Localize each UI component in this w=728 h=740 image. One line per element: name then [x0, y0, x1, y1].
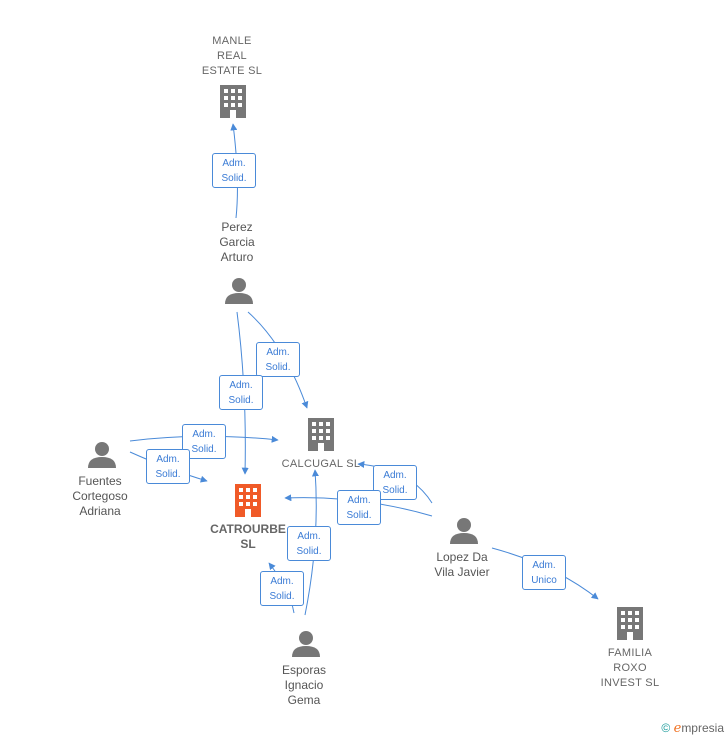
- relation-label-esporas-catrourbe[interactable]: Adm. Solid.: [260, 571, 304, 606]
- node-label-esporas[interactable]: Esporas Ignacio Gema: [281, 663, 327, 707]
- person-icon[interactable]: [88, 442, 116, 468]
- node-label-manle[interactable]: MANLE REAL ESTATE SL: [201, 35, 263, 77]
- node-label-catrourbe[interactable]: CATROURBE SL: [210, 522, 286, 551]
- building-icon[interactable]: [308, 418, 334, 451]
- person-icon[interactable]: [225, 278, 253, 304]
- relation-label-lopez-calcugal[interactable]: Adm. Solid.: [373, 465, 417, 500]
- brand-name: mpresia: [681, 721, 724, 735]
- node-label-lopez[interactable]: Lopez Da Vila Javier: [434, 550, 490, 579]
- person-icon[interactable]: [292, 631, 320, 657]
- node-label-calcugal[interactable]: CALCUGAL SL: [281, 458, 361, 470]
- relation-label-perez-manle[interactable]: Adm. Solid.: [212, 153, 256, 188]
- building-icon[interactable]: [617, 607, 643, 640]
- building-icon[interactable]: [235, 484, 261, 517]
- relation-label-perez-catrourbe[interactable]: Adm. Solid.: [219, 375, 263, 410]
- relation-label-perez-calcugal[interactable]: Adm. Solid.: [256, 342, 300, 377]
- brand-initial: e: [673, 721, 682, 736]
- relation-label-esporas-calcugal[interactable]: Adm. Solid.: [287, 526, 331, 561]
- relation-label-fuentes-catrourbe[interactable]: Adm. Solid.: [146, 449, 190, 484]
- node-label-familia[interactable]: FAMILIA ROXO INVEST SL: [600, 647, 660, 689]
- relation-label-lopez-catrourbe[interactable]: Adm. Solid.: [337, 490, 381, 525]
- relation-label-lopez-familia[interactable]: Adm. Unico: [522, 555, 566, 590]
- building-icon[interactable]: [220, 85, 246, 118]
- node-label-fuentes[interactable]: Fuentes Cortegoso Adriana: [72, 474, 128, 518]
- copyright-icon: ©: [661, 721, 671, 735]
- node-label-perez[interactable]: Perez Garcia Arturo: [219, 220, 255, 264]
- empresia-watermark: © empresia: [661, 721, 724, 736]
- person-icon[interactable]: [450, 518, 478, 544]
